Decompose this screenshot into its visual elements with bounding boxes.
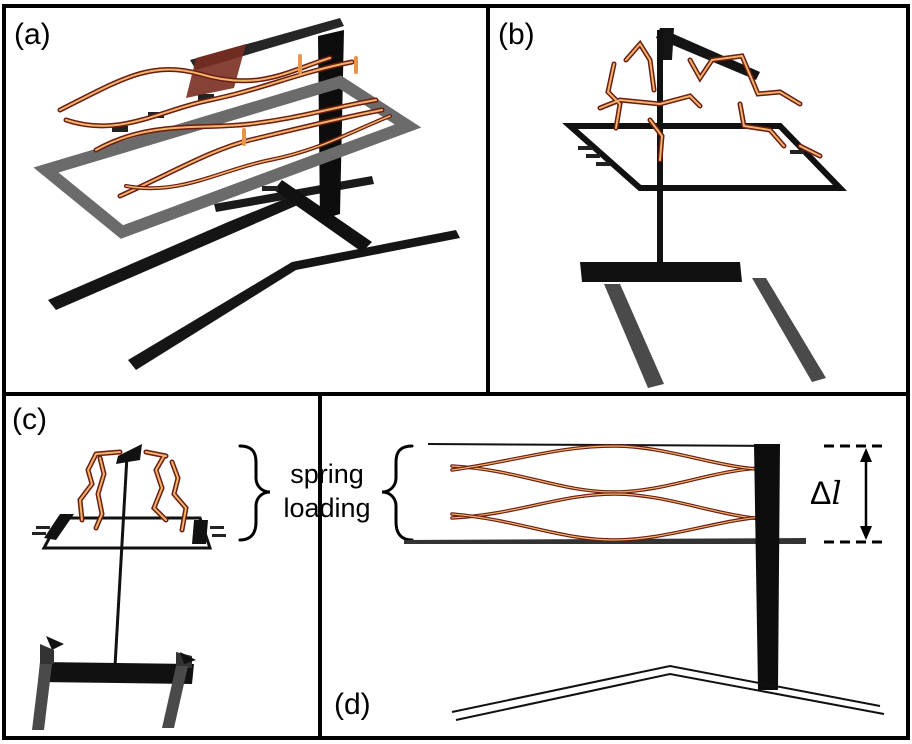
panel-d-drawing <box>404 443 885 721</box>
panel-c-tabs <box>32 526 226 537</box>
spring-loading-label: spring loading <box>272 458 382 526</box>
panel-b-leg-right <box>752 278 826 382</box>
panel-a-leg-left <box>48 196 300 310</box>
panel-frame <box>2 4 910 740</box>
spring-loading-line2: loading <box>283 492 371 523</box>
panel-b-leg-left <box>604 284 664 388</box>
panel-c-base-block <box>38 662 194 684</box>
panel-c-leg-right <box>162 666 188 728</box>
panel-label-d: (d) <box>334 688 371 721</box>
panel-d-springs <box>450 444 778 542</box>
brace-right <box>381 444 414 542</box>
panel-b-top-arm <box>656 28 760 80</box>
delta-symbol: Δ <box>810 475 832 511</box>
panel-c-top-cap <box>116 444 142 464</box>
panel-d-post <box>754 444 780 690</box>
panel-d-base-rail <box>451 664 881 713</box>
panel-c-post <box>113 455 129 667</box>
panel-c-springs <box>77 449 189 533</box>
panel-a-frame-ring <box>33 75 422 239</box>
panel-label-b: (b) <box>498 18 535 51</box>
panel-b-tabs <box>578 146 804 166</box>
panel-c-drawing <box>32 444 226 730</box>
panel-b-springs <box>597 39 823 163</box>
panel-label-a: (a) <box>14 18 51 51</box>
panel-b-frame <box>562 123 848 191</box>
panel-c-leg-left <box>32 664 52 730</box>
panel-b-base-block <box>580 262 742 282</box>
delta-variable: l <box>831 474 842 512</box>
panel-a-springs <box>57 54 392 199</box>
panel-b-drawing <box>562 28 848 388</box>
spring-loading-line1: spring <box>290 459 364 489</box>
panel-a-leg-right <box>128 230 460 370</box>
panel-label-c: (c) <box>12 403 47 436</box>
delta-l-label: Δl <box>810 474 842 512</box>
panel-a-drawing <box>33 18 460 370</box>
delta-arrow <box>860 448 872 540</box>
brace-left <box>238 444 271 542</box>
